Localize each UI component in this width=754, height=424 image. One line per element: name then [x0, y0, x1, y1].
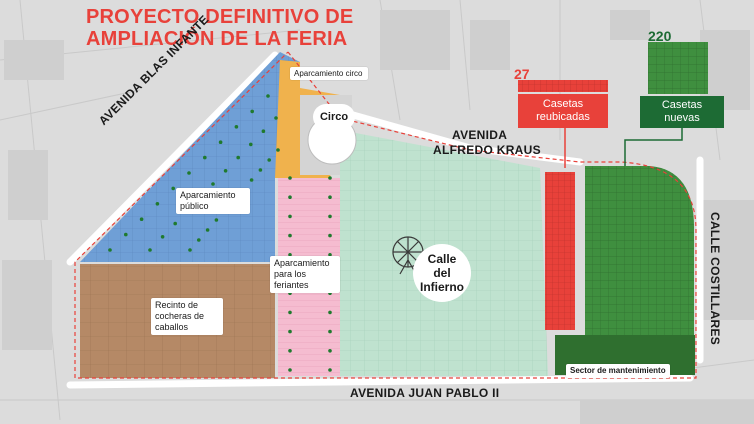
- tree-dot: [160, 235, 165, 239]
- tree-dot: [276, 148, 280, 152]
- tree-dot: [211, 182, 215, 186]
- tree-dot: [274, 116, 278, 120]
- relocated-stalls-area: [545, 172, 575, 330]
- relocated-legend-box: Casetas reubicadas: [518, 94, 608, 128]
- tree-dot: [328, 329, 332, 334]
- title-line-1: PROYECTO DEFINITIVO DE: [86, 6, 354, 28]
- new-count: 220: [648, 28, 672, 44]
- tree-dot: [328, 195, 332, 199]
- tree-dot: [328, 253, 332, 257]
- relocated-legend-label: Casetas reubicadas: [536, 98, 590, 123]
- tree-dot: [139, 217, 144, 221]
- tree-dot: [267, 158, 272, 162]
- tree-dot: [173, 221, 177, 226]
- fair-perimeter: [74, 51, 697, 379]
- tree-dot: [288, 349, 292, 353]
- tree-dot: [288, 176, 292, 180]
- tree-dot: [236, 155, 240, 160]
- tree-dot: [249, 142, 253, 147]
- road-label-juan-pablo: AVENIDA JUAN PABLO II: [350, 386, 500, 400]
- label-aparcamiento-circo: Aparcamiento circo: [290, 67, 368, 80]
- tree-dot: [218, 140, 223, 144]
- tree-dot: [328, 368, 332, 372]
- road-label-alfredo-kraus-1: AVENIDA: [452, 128, 508, 142]
- relocated-count: 27: [514, 66, 530, 82]
- tree-dot: [288, 253, 292, 257]
- new-legend-box: Casetas nuevas: [640, 96, 724, 128]
- tree-dot: [288, 368, 292, 372]
- tree-dot: [288, 214, 292, 219]
- tree-dot: [328, 310, 332, 315]
- tree-dot: [124, 232, 128, 237]
- relocated-stalls-grid-icon: [518, 80, 608, 92]
- title-line-2: AMPLIACIÓN DE LA FERIA: [86, 28, 348, 50]
- tree-dot: [328, 176, 332, 180]
- tree-dot: [197, 238, 201, 242]
- tree-dot: [214, 218, 219, 222]
- label-sector-mantenimiento: Sector de mantenimiento: [566, 364, 670, 378]
- road-label-costillares: CALLE COSTILLARES: [708, 212, 722, 346]
- tree-dot: [249, 178, 254, 182]
- tree-dot: [288, 233, 292, 238]
- tree-dot: [250, 109, 254, 114]
- label-aparcamiento-publico: Aparcamiento público: [176, 188, 250, 214]
- new-stalls-grid-icon: [648, 42, 708, 94]
- tree-dot: [188, 248, 192, 252]
- label-aparcamiento-feriantes: Aparcamiento para los feriantes: [270, 256, 340, 293]
- tree-dot: [266, 94, 270, 98]
- tree-dot: [328, 233, 332, 238]
- label-calle-infierno-text: Calle del Infierno: [420, 252, 464, 294]
- new-legend-label: Casetas nuevas: [661, 99, 703, 124]
- road-label-alfredo-kraus-2: ALFREDO KRAUS: [433, 143, 541, 157]
- tree-dot: [203, 155, 207, 160]
- tree-dot: [148, 248, 152, 252]
- tree-dot: [328, 214, 332, 219]
- map-title: PROYECTO DEFINITIVO DE AMPLIACIÓN DE LA …: [86, 6, 386, 50]
- tree-dot: [187, 171, 191, 175]
- tree-dot: [261, 129, 266, 133]
- tree-dot: [288, 195, 292, 199]
- ferris-wheel-icon: [392, 236, 424, 275]
- tree-dot: [108, 248, 112, 252]
- label-recinto-cocheras: Recinto de cocheras de caballos: [151, 298, 223, 335]
- tree-dot: [205, 228, 210, 232]
- tree-dot: [234, 125, 239, 129]
- label-calle-infierno: Calle del Infierno: [413, 244, 471, 302]
- tree-dot: [155, 202, 160, 206]
- new-connector: [624, 128, 683, 166]
- tree-dot: [223, 169, 228, 173]
- main-roads: [66, 51, 704, 389]
- tree-dot: [288, 329, 292, 334]
- city-blocks: [2, 10, 754, 424]
- tree-dot: [288, 310, 292, 315]
- new-stalls-area: [585, 166, 695, 360]
- tree-dot: [258, 168, 263, 172]
- tree-dot: [328, 349, 332, 353]
- tree-dot: [171, 186, 175, 191]
- label-circo: Circo: [313, 104, 355, 130]
